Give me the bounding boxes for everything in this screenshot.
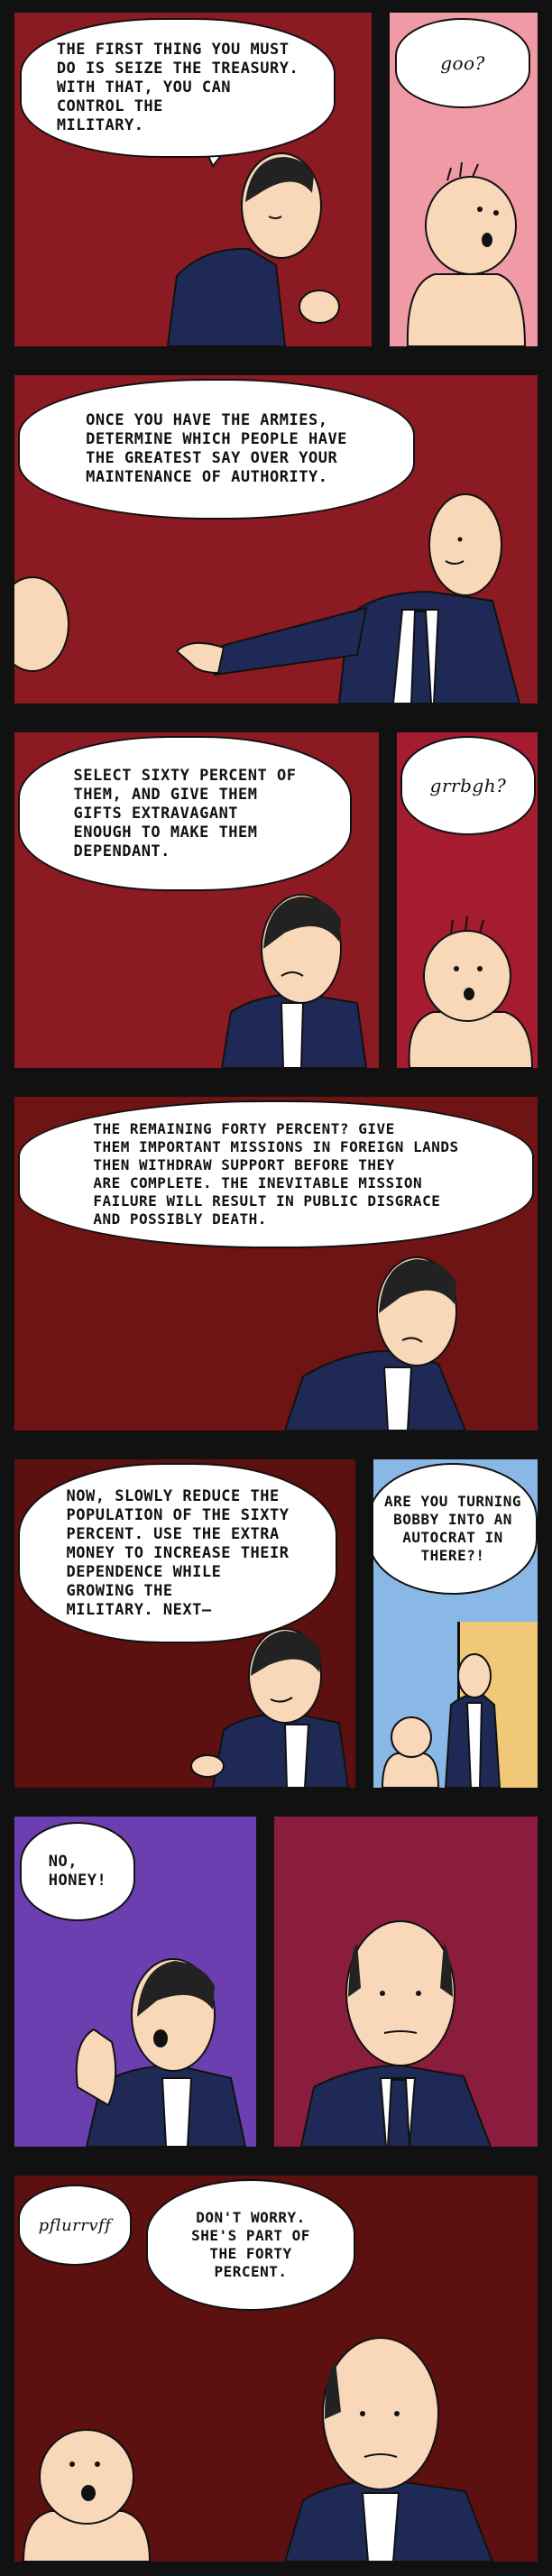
speech-text-right: DON'T WORRY. SHE'S PART OF THE FORTY PER… [191, 2209, 310, 2280]
speech-text: goo? [440, 51, 485, 74]
comic-row-1: THE FIRST THING YOU MUST DO IS SEIZE THE… [0, 0, 552, 361]
comic-panel-5b: ARE YOU TURNING BOBBY INTO AN AUTOCRAT I… [364, 1445, 552, 1802]
comic-panel-6b [265, 1802, 552, 2161]
comic-row-3: SELECT SIXTY PERCENT OF THEM, AND GIVE T… [0, 718, 552, 1082]
speech-bubble: ARE YOU TURNING BOBBY INTO AN AUTOCRAT I… [373, 1463, 538, 1595]
comic-row-5: NOW, SLOWLY REDUCE THE POPULATION OF THE… [0, 1445, 552, 1802]
comic-panel-3b: grrbgh? [388, 718, 552, 1082]
speech-bubble: goo? [395, 18, 530, 108]
man-figure [166, 143, 340, 346]
speech-text-left: pflurrvff [38, 2215, 112, 2235]
speech-text: NOW, SLOWLY REDUCE THE POPULATION OF THE… [66, 1486, 290, 1619]
man-figure [283, 1256, 467, 1431]
man-and-baby-figures [381, 1653, 501, 1788]
man-shouting-figure [75, 1958, 247, 2147]
comic-row-7: pflurrvff DON'T WORRY. SHE'S PART OF THE… [0, 2161, 552, 2576]
speech-bubble-right: DON'T WORRY. SHE'S PART OF THE FORTY PER… [146, 2179, 355, 2311]
baby-and-man-figures [22, 2337, 494, 2562]
speech-text: grrbgh? [429, 774, 507, 796]
man-figure [190, 1628, 350, 1788]
speech-text: THE FIRST THING YOU MUST DO IS SEIZE THE… [56, 41, 299, 134]
speech-text: SELECT SIXTY PERCENT OF THEM, AND GIVE T… [73, 766, 297, 860]
comic-row-2: ONCE YOU HAVE THE ARMIES, DETERMINE WHIC… [0, 361, 552, 718]
comic-row-6: NO, HONEY! [0, 1802, 552, 2161]
speech-bubble: THE FIRST THING YOU MUST DO IS SEIZE THE… [20, 18, 336, 158]
speech-text: THE REMAINING FORTY PERCENT? GIVE THEM I… [93, 1120, 459, 1228]
speech-bubble: NO, HONEY! [20, 1822, 135, 1921]
man-figure [220, 894, 368, 1068]
speech-bubble: SELECT SIXTY PERCENT OF THEM, AND GIVE T… [18, 736, 352, 891]
comic-panel-1a: THE FIRST THING YOU MUST DO IS SEIZE THE… [0, 0, 386, 361]
comic-panel-3a: SELECT SIXTY PERCENT OF THEM, AND GIVE T… [0, 718, 393, 1082]
baby-figure [408, 915, 534, 1068]
speech-text: ONCE YOU HAVE THE ARMIES, DETERMINE WHIC… [86, 411, 347, 486]
comic-panel-7: pflurrvff DON'T WORRY. SHE'S PART OF THE… [0, 2161, 552, 2576]
comic-panel-4: THE REMAINING FORTY PERCENT? GIVE THEM I… [0, 1082, 552, 1445]
speech-bubble: THE REMAINING FORTY PERCENT? GIVE THEM I… [18, 1100, 534, 1248]
comic-panel-1b: goo? [381, 0, 552, 361]
comic-panel-2: ONCE YOU HAVE THE ARMIES, DETERMINE WHIC… [0, 361, 552, 718]
man-pointing-figure [14, 493, 521, 704]
speech-bubble: NOW, SLOWLY REDUCE THE POPULATION OF THE… [18, 1463, 337, 1643]
speech-text: NO, HONEY! [48, 1853, 107, 1890]
speech-text: ARE YOU TURNING BOBBY INTO AN AUTOCRAT I… [384, 1493, 521, 1564]
speech-bubble-left: pflurrvff [18, 2185, 132, 2266]
comic-row-4: THE REMAINING FORTY PERCENT? GIVE THEM I… [0, 1082, 552, 1445]
baby-figure [406, 161, 527, 346]
speech-bubble: grrbgh? [400, 736, 536, 835]
speech-bubble: ONCE YOU HAVE THE ARMIES, DETERMINE WHIC… [18, 379, 415, 520]
man-figure [299, 1920, 492, 2147]
comic-panel-6a: NO, HONEY! [0, 1802, 271, 2161]
comic-panel-5a: NOW, SLOWLY REDUCE THE POPULATION OF THE… [0, 1445, 370, 1802]
